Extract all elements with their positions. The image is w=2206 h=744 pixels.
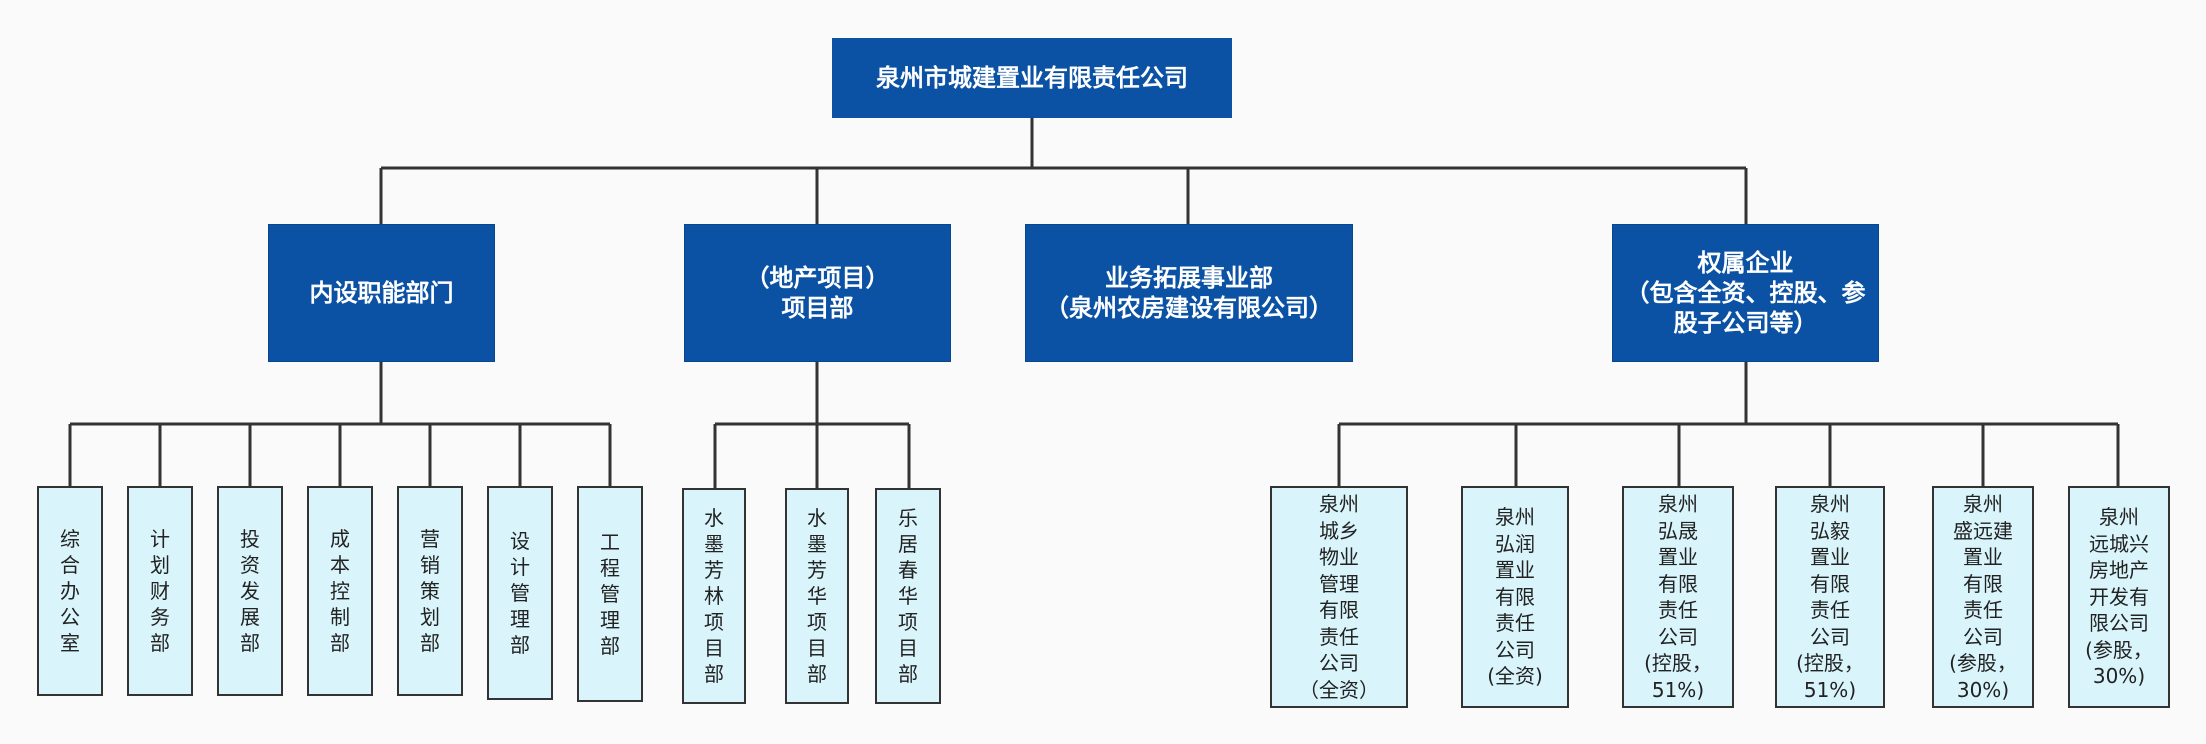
- unit-design-management: 设 计 管 理 部: [487, 486, 553, 700]
- subsidiary-chengxiang-property: 泉州 城乡 物业 管理 有限 责任 公司 （全资）: [1270, 486, 1408, 708]
- unit-marketing-planning: 营 销 策 划 部: [397, 486, 463, 696]
- unit-investment-development: 投 资 发 展 部: [217, 486, 283, 696]
- project-shuimo-fanghua: 水 墨 芳 华 项 目 部: [785, 488, 849, 704]
- unit-engineering-management: 工 程 管 理 部: [577, 486, 643, 702]
- dept-affiliated-enterprises: 权属企业 （包含全资、控股、参 股子公司等）: [1612, 224, 1879, 362]
- project-shuimo-fanglin: 水 墨 芳 林 项 目 部: [682, 488, 746, 704]
- dept-business-expansion: 业务拓展事业部 （泉州农房建设有限公司）: [1025, 224, 1353, 362]
- unit-cost-control: 成 本 控 制 部: [307, 486, 373, 696]
- project-leju-chunhua: 乐 居 春 华 项 目 部: [875, 488, 941, 704]
- unit-general-office: 综 合 办 公 室: [37, 486, 103, 696]
- subsidiary-hongyi: 泉州 弘毅 置业 有限 责任 公司 (控股， 51%): [1775, 486, 1885, 708]
- unit-planning-finance: 计 划 财 务 部: [127, 486, 193, 696]
- subsidiary-hongsheng: 泉州 弘晟 置业 有限 责任 公司 (控股， 51%): [1622, 486, 1734, 708]
- subsidiary-hongrun: 泉州 弘润 置业 有限 责任 公司 (全资): [1461, 486, 1569, 708]
- dept-internal-functions: 内设职能部门: [268, 224, 495, 362]
- subsidiary-shengyuanjian: 泉州 盛远建 置业 有限 责任 公司 (参股， 30%): [1932, 486, 2034, 708]
- dept-project-office: （地产项目） 项目部: [684, 224, 951, 362]
- root-company-box: 泉州市城建置业有限责任公司: [832, 38, 1232, 118]
- subsidiary-yuanchengxing: 泉州 远城兴 房地产 开发有 限公司 (参股， 30%): [2068, 486, 2170, 708]
